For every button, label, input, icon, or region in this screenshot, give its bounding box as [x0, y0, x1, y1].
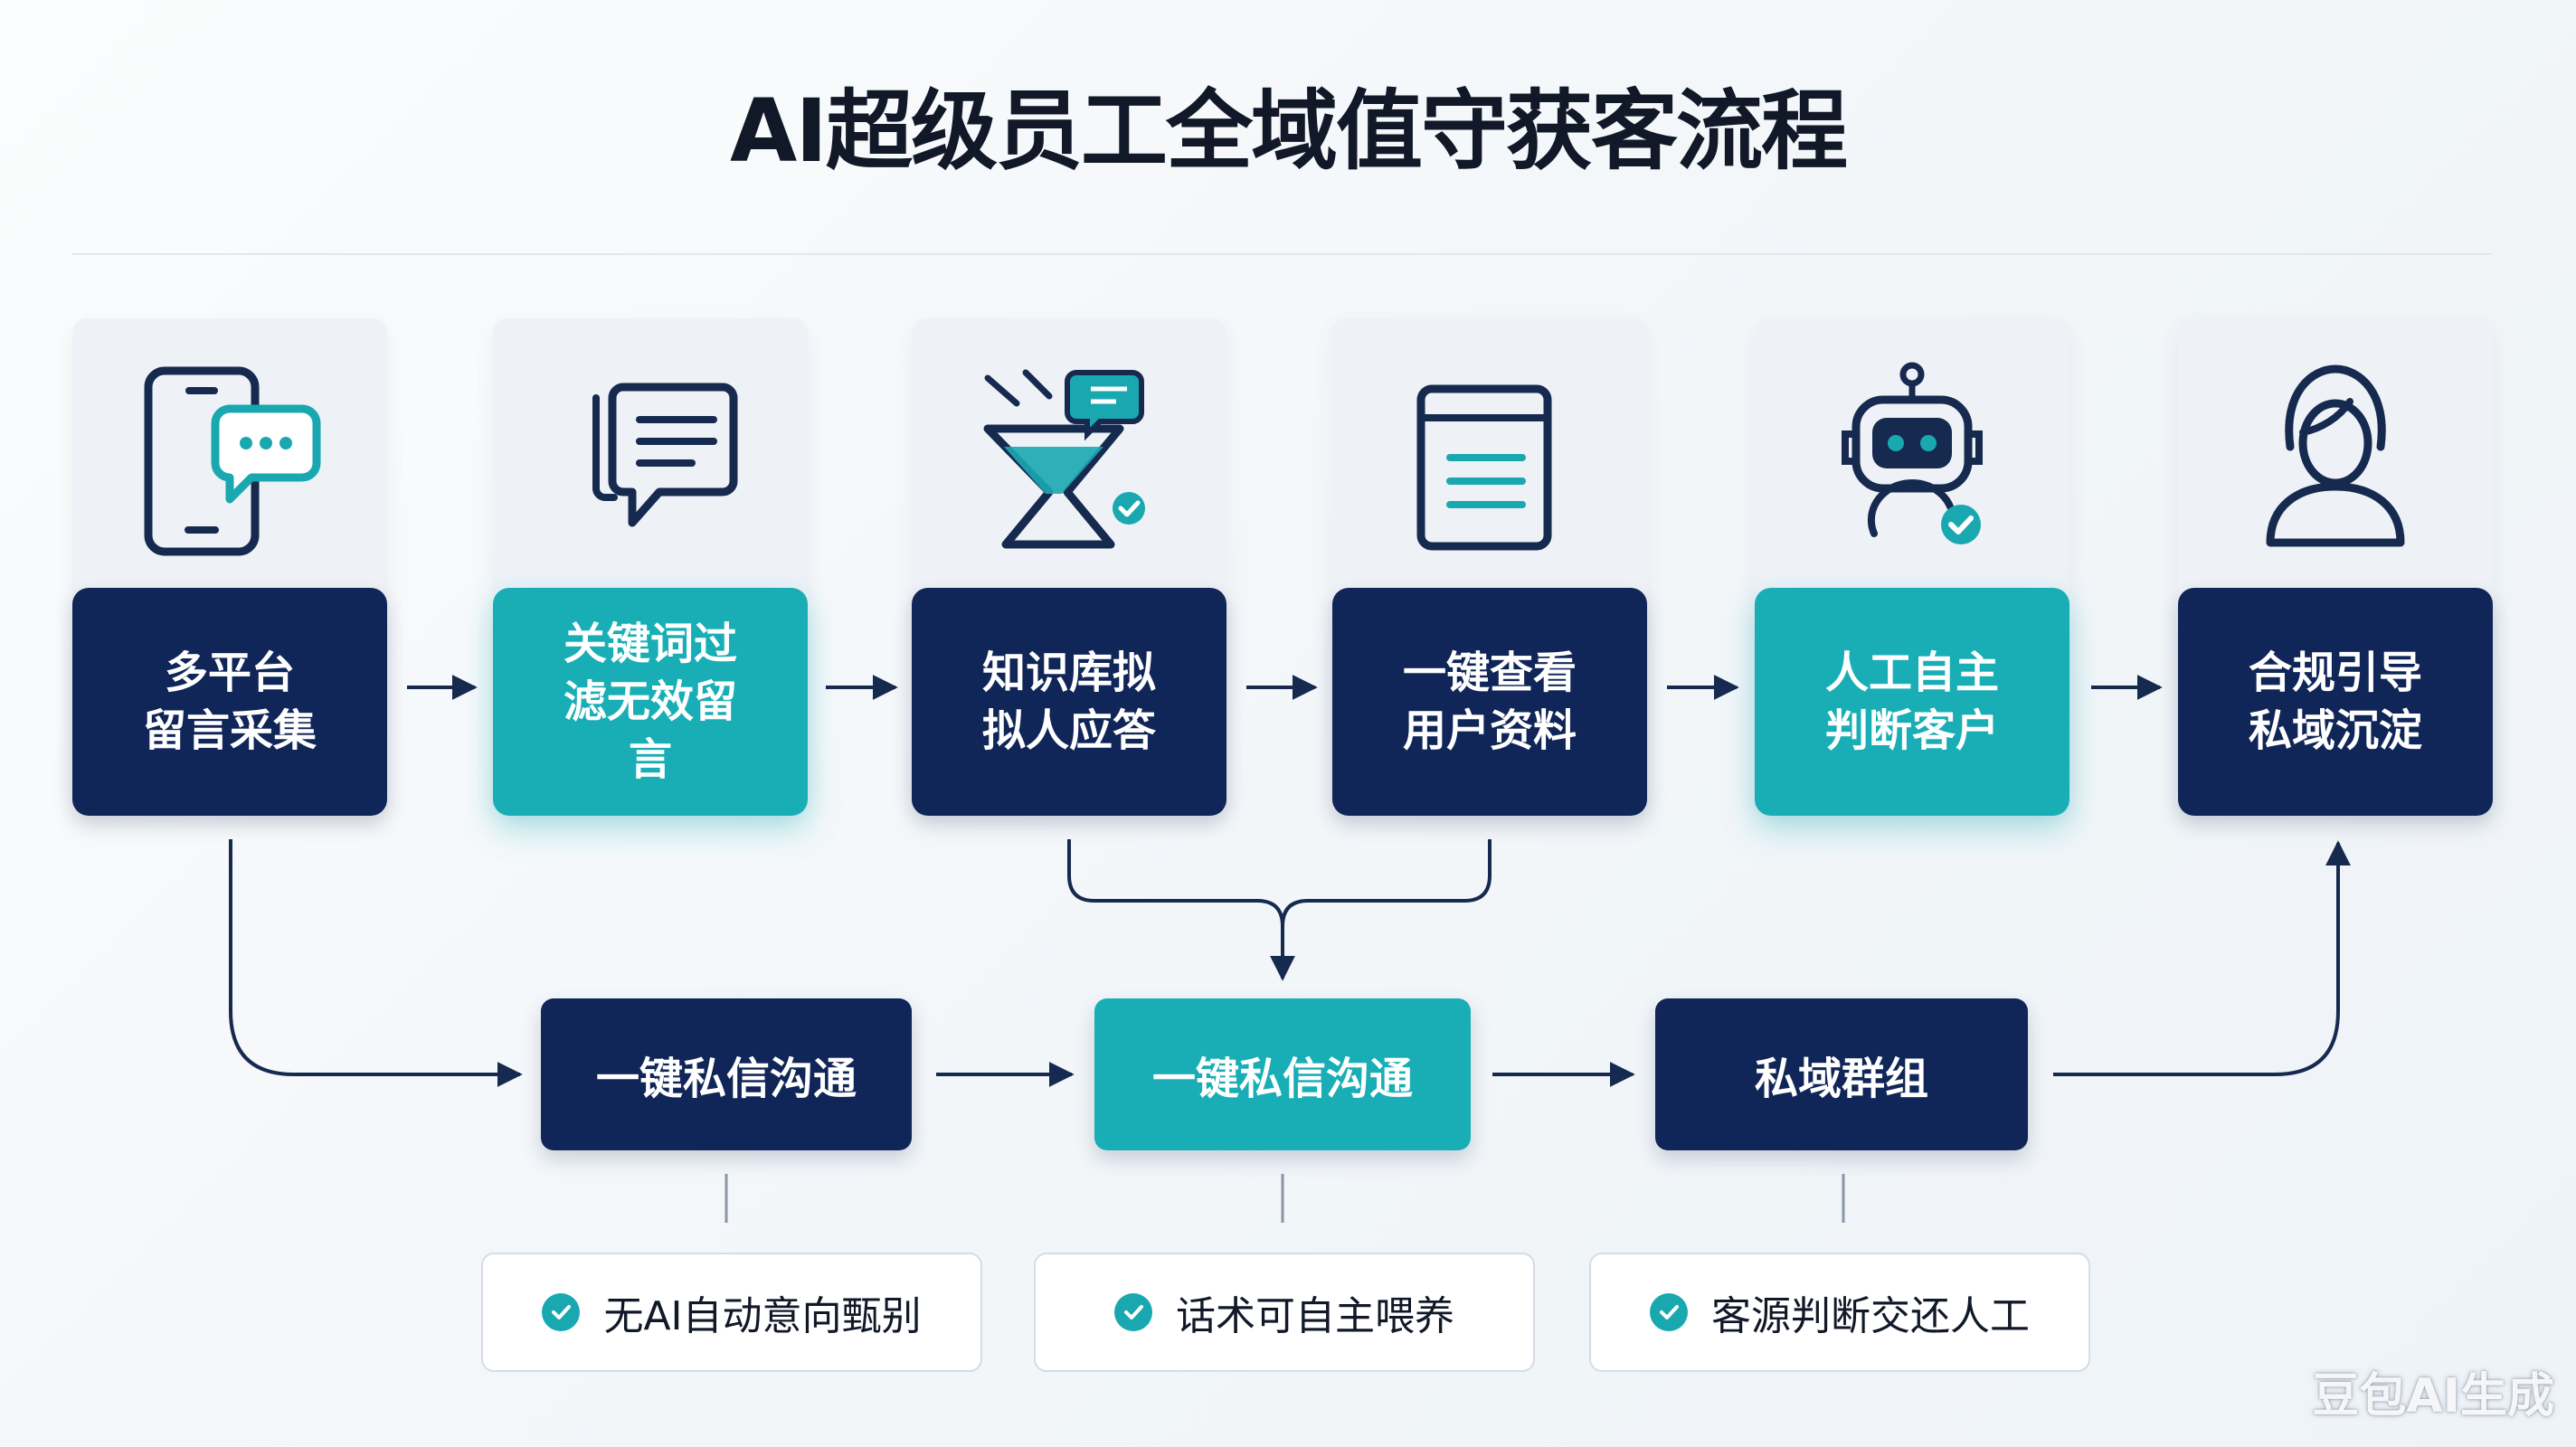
step-box-1: 多平台留言采集 — [72, 588, 387, 816]
user-icon — [2178, 344, 2493, 570]
step-label: 人工自主 — [1824, 648, 1999, 698]
step-label: 留言采集 — [142, 705, 317, 756]
middle-label: 一键私信沟通 — [1151, 1054, 1413, 1104]
step-box-6: 合规引导私域沉淀 — [2178, 588, 2493, 816]
step-label: 知识库拟 — [981, 648, 1156, 698]
robot-check-icon — [1755, 344, 2069, 570]
step-box-5: 人工自主判断客户 — [1755, 588, 2069, 816]
middle-label: 私域群组 — [1754, 1054, 1928, 1104]
step-box-3: 知识库拟拟人应答 — [912, 588, 1226, 816]
note-label: 无AI自动意向甄别 — [603, 1293, 922, 1339]
step-box-4: 一键查看用户资料 — [1332, 588, 1647, 816]
note-box-3: 客源判断交还人工 — [1589, 1253, 2090, 1372]
step-label: 合规引导 — [2248, 648, 2422, 698]
branch-connector — [229, 839, 523, 1087]
note-label: 话术可自主喂养 — [1176, 1293, 1454, 1339]
step-label: 一键查看 — [1402, 648, 1577, 698]
step-label: 私域沉淀 — [2248, 705, 2422, 756]
middle-label: 一键私信沟通 — [595, 1054, 857, 1104]
check-icon — [1114, 1293, 1152, 1331]
note-box-2: 话术可自主喂养 — [1034, 1253, 1535, 1372]
page-title: AI超级员工全域值守获客流程 — [729, 80, 1848, 182]
note-label: 客源判断交还人工 — [1711, 1293, 2030, 1339]
message-bubbles-icon — [493, 344, 808, 570]
step-label: 多平台 — [164, 648, 295, 698]
step-box-2: 关键词过滤无效留言 — [493, 588, 808, 816]
step-label: 拟人应答 — [981, 705, 1156, 756]
document-icon — [1332, 344, 1647, 570]
step-label: 判断客户 — [1824, 705, 1999, 756]
phone-chat-icon — [72, 344, 387, 570]
merge-connector — [1067, 839, 1295, 981]
merge-connector — [1281, 839, 1492, 927]
title-divider — [72, 253, 2492, 255]
check-icon — [542, 1293, 581, 1331]
middle-box-3: 私域群组 — [1655, 998, 2028, 1150]
watermark: 豆包AI生成 — [2312, 1369, 2554, 1423]
check-icon — [1650, 1293, 1688, 1331]
step-label: 滤无效留言 — [563, 676, 737, 785]
middle-box-2: 一键私信沟通 — [1094, 998, 1471, 1150]
step-label: 用户资料 — [1402, 705, 1577, 756]
middle-box-1: 一键私信沟通 — [541, 998, 912, 1150]
funnel-check-icon — [912, 344, 1226, 570]
note-box-1: 无AI自动意向甄别 — [481, 1253, 982, 1372]
step-label: 关键词过 — [563, 619, 737, 669]
return-connector — [2053, 840, 2351, 1076]
